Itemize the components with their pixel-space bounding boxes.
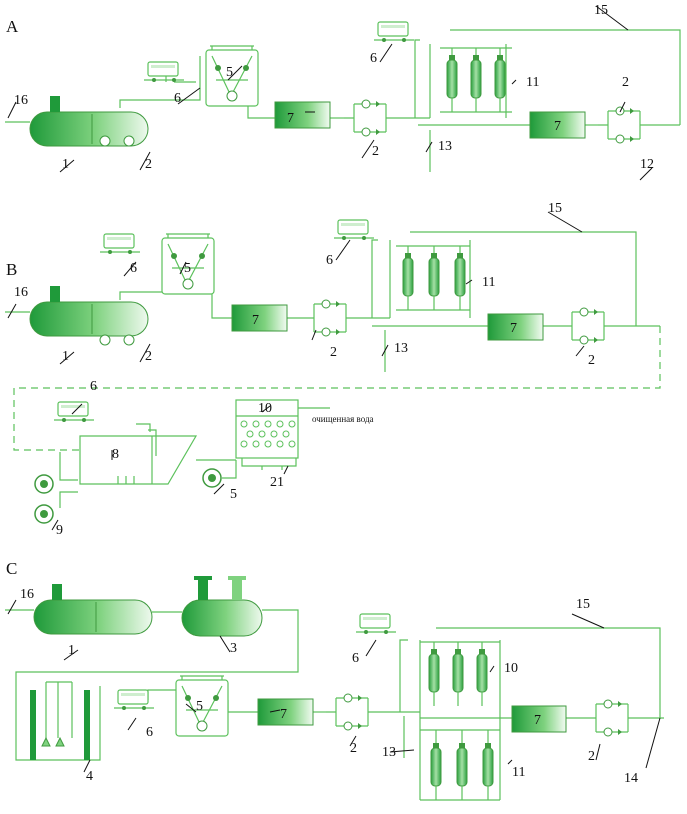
label-10-b: 10 <box>258 401 272 416</box>
section-b-lines <box>5 231 661 508</box>
section-a-label: A <box>6 17 19 36</box>
unit-7b-2 <box>487 313 544 341</box>
label-16-a: 16 <box>14 93 28 108</box>
label-5-b2: 5 <box>230 487 237 502</box>
section-c-callouts <box>7 599 661 773</box>
label-2-b2: 2 <box>330 345 337 360</box>
label-2-a1: 2 <box>145 157 152 172</box>
unit-7a-1 <box>274 101 331 129</box>
pumps-9 <box>34 474 54 524</box>
columns-11b <box>396 245 470 311</box>
label-5-a: 5 <box>226 65 233 80</box>
label-7-b1: 7 <box>252 313 259 328</box>
label-12-a: 12 <box>640 157 654 172</box>
label-16-c: 16 <box>20 587 34 602</box>
label-6-b3: 6 <box>90 379 97 394</box>
label-7-a1: 7 <box>287 111 294 126</box>
vessel-1b-dome <box>50 286 60 302</box>
label-21: 21 <box>270 475 284 490</box>
label-1-c: 1 <box>68 643 75 658</box>
label-13-a: 13 <box>438 139 452 154</box>
label-11-c: 11 <box>512 765 525 780</box>
section-a-lines <box>5 29 681 172</box>
label-2-b3: 2 <box>588 353 595 368</box>
label-15-c: 15 <box>576 597 590 612</box>
label-6-c1: 6 <box>146 725 153 740</box>
pump-5b-small <box>202 468 222 488</box>
label-9: 9 <box>56 523 63 538</box>
filter-10 <box>235 399 299 459</box>
unit-7c-2 <box>511 705 567 733</box>
label-13-b: 13 <box>394 341 408 356</box>
unit-7a-2 <box>529 111 586 139</box>
label-10-c: 10 <box>504 661 518 676</box>
label-5-b: 5 <box>184 261 191 276</box>
label-6-c2: 6 <box>352 651 359 666</box>
label-8: 8 <box>112 447 119 462</box>
label-7-a2: 7 <box>554 119 561 134</box>
pump-2b-left <box>99 334 135 346</box>
label-2-a3: 2 <box>622 75 629 90</box>
label-11-a: 11 <box>526 75 539 90</box>
label-15-b: 15 <box>548 201 562 216</box>
label-5-c: 5 <box>196 699 203 714</box>
columns-11a <box>440 47 512 113</box>
section-c-lines <box>5 609 664 801</box>
section-b-callouts <box>7 211 585 531</box>
unit-7c-1 <box>257 698 314 726</box>
pump-2a-left <box>99 135 135 147</box>
columns-10c <box>420 641 500 706</box>
columns-11c <box>420 729 500 800</box>
label-2-b1: 2 <box>145 349 152 364</box>
vessel-1a-dome <box>50 96 60 112</box>
label-3: 3 <box>230 641 237 656</box>
label-7-c1: 7 <box>280 707 287 722</box>
label-1-a: 1 <box>62 157 69 172</box>
label-2-c1: 2 <box>350 741 357 756</box>
label-6-b1: 6 <box>130 261 137 276</box>
label-4: 4 <box>86 769 93 784</box>
label-2-c2: 2 <box>588 749 595 764</box>
label-2-a2: 2 <box>372 144 379 159</box>
section-a-callouts <box>7 5 653 181</box>
label-6-a1: 6 <box>174 91 181 106</box>
label-11-b: 11 <box>482 275 495 290</box>
treated-water-label: очищенная вода <box>312 414 374 424</box>
label-6-a2: 6 <box>370 51 377 66</box>
section-c-label: C <box>6 559 17 578</box>
label-14: 14 <box>624 771 638 786</box>
section-b-label: B <box>6 260 17 279</box>
label-1-b: 1 <box>62 349 69 364</box>
tank-8 <box>79 435 198 485</box>
label-16-b: 16 <box>14 285 28 300</box>
label-7-b2: 7 <box>510 321 517 336</box>
unit-7b-1 <box>231 304 288 332</box>
label-6-b2: 6 <box>326 253 333 268</box>
label-7-c2: 7 <box>534 713 541 728</box>
label-13-c: 13 <box>382 745 396 760</box>
label-15-a: 15 <box>594 3 608 18</box>
tank-4 <box>30 681 90 760</box>
vessel-1c-dome <box>52 584 62 600</box>
vessel-3 <box>181 576 263 637</box>
